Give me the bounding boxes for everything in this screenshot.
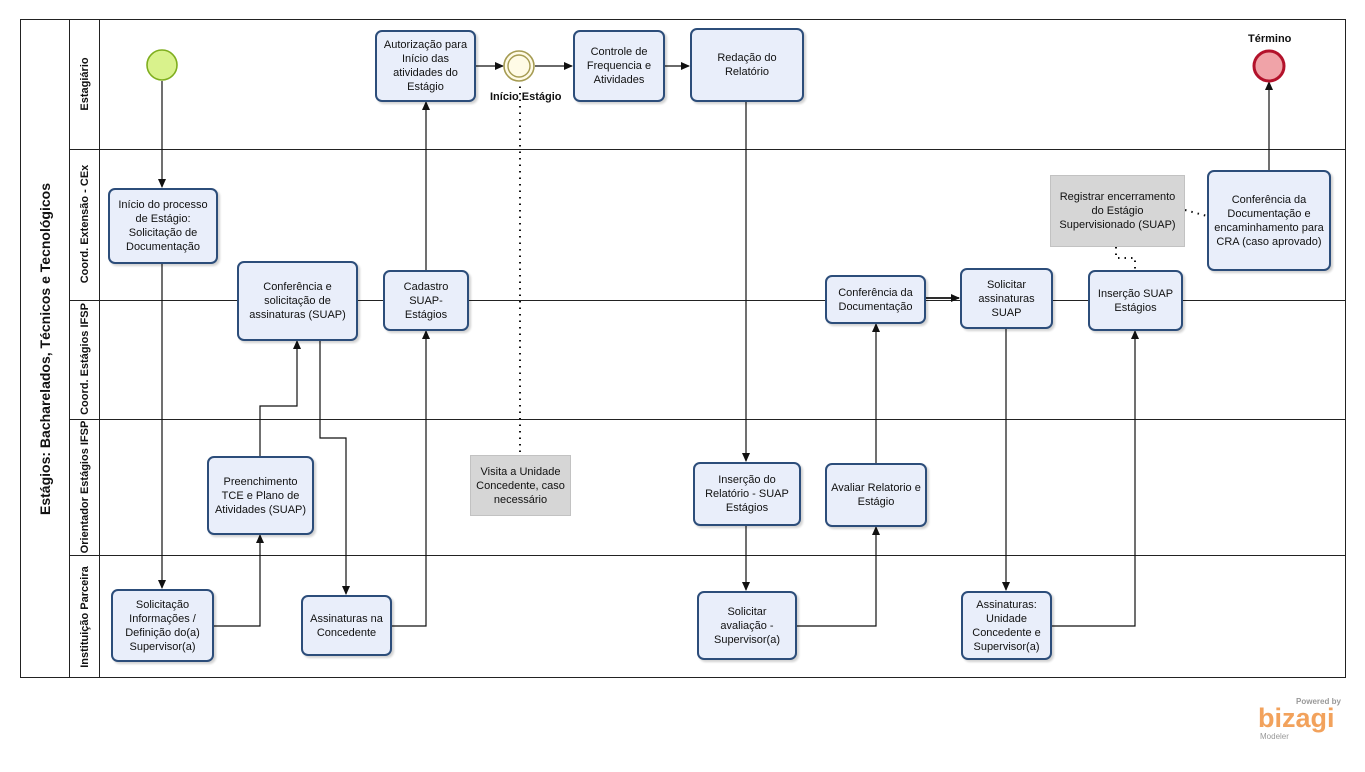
annotation-label: Visita a Unidade Concedente, caso necess… xyxy=(476,465,565,506)
end-event-label: Término xyxy=(1248,33,1292,45)
logo-brand-text: bizagi xyxy=(1258,703,1335,733)
task-controle-frequencia[interactable]: Controle de Frequencia e Atividades xyxy=(573,30,665,102)
annotation-label: Registrar encerramento do Estágio Superv… xyxy=(1059,191,1176,231)
annotation-registrar: Registrar encerramento do Estágio Superv… xyxy=(1050,175,1185,247)
association-registrar-cra xyxy=(1184,209,1208,217)
flow-conferencia-to-assinaturas xyxy=(319,340,350,595)
task-label: Controle de Frequencia e Atividades xyxy=(586,46,652,86)
task-label: Conferência e solicitação de assinaturas… xyxy=(249,281,346,321)
annotation-visita: Visita a Unidade Concedente, caso necess… xyxy=(470,455,571,516)
task-label: Solicitação Informações / Definição do(a… xyxy=(125,598,200,653)
flow-solicitar-aval-to-avaliar xyxy=(797,526,880,627)
task-preenchimento-tce[interactable]: Preenchimento TCE e Plano de Atividades … xyxy=(207,456,314,535)
flow-solicitacao-to-preenchimento xyxy=(213,534,264,627)
task-label: Preenchimento TCE e Plano de Atividades … xyxy=(214,475,307,516)
task-solicitacao-informacoes[interactable]: Solicitação Informações / Definição do(a… xyxy=(111,589,214,662)
lane-separator xyxy=(70,419,1346,420)
pool-border xyxy=(20,19,1346,678)
task-label: Inserção SUAP Estágios xyxy=(1097,287,1174,314)
lane-separator xyxy=(70,555,1346,556)
lane-separator xyxy=(70,300,1346,301)
intermediate-event-inner xyxy=(507,54,531,78)
flow-preenchimento-to-conferencia xyxy=(259,340,301,456)
task-label: Início do processo de Estágio: Solicitaç… xyxy=(118,199,208,253)
task-label: Solicitar avaliação - Supervisor(a) xyxy=(713,605,781,646)
pool-header: Estágios: Bacharelados, Técnicos e Tecno… xyxy=(20,19,70,678)
task-label: Solicitar assinaturas SUAP xyxy=(978,278,1035,319)
task-label: Avaliar Relatorio e Estágio xyxy=(831,482,921,508)
end-event xyxy=(1252,49,1286,83)
task-conferencia-cra[interactable]: Conferência da Documentação e encaminham… xyxy=(1207,170,1331,271)
task-inicio-processo[interactable]: Início do processo de Estágio: Solicitaç… xyxy=(108,188,218,264)
logo-sub-text: Modeler xyxy=(1260,732,1289,741)
task-conferencia-documentacao[interactable]: Conferência da Documentação xyxy=(825,275,926,324)
logo-powered-text: Powered by xyxy=(1296,697,1341,706)
task-label: Assinaturas na Concedente xyxy=(310,612,383,639)
lane-header-column xyxy=(70,19,100,678)
task-label: Cadastro SUAP-Estágios xyxy=(403,280,449,321)
flow-assinaturas-to-insercao xyxy=(1052,330,1139,627)
task-assinaturas-unidade[interactable]: Assinaturas: Unidade Concedente e Superv… xyxy=(961,591,1052,660)
task-label: Assinaturas: Unidade Concedente e Superv… xyxy=(972,598,1041,653)
task-solicitar-avaliacao[interactable]: Solicitar avaliação - Supervisor(a) xyxy=(697,591,797,660)
task-solicitar-assinaturas[interactable]: Solicitar assinaturas SUAP xyxy=(960,268,1053,329)
task-cadastro-suap[interactable]: Cadastro SUAP-Estágios xyxy=(383,270,469,331)
task-redacao-relatorio[interactable]: Redação do Relatório xyxy=(690,28,804,102)
task-label: Conferência da Documentação xyxy=(838,286,913,313)
task-label: Inserção do Relatório - SUAP Estágios xyxy=(705,474,789,514)
lane-separator xyxy=(70,149,1346,150)
bizagi-logo: Powered by bizagi Modeler xyxy=(1258,697,1348,742)
task-label: Conferência da Documentação e encaminham… xyxy=(1214,193,1324,248)
task-label: Autorização para Início das atividades d… xyxy=(383,39,468,93)
task-avaliar-relatorio[interactable]: Avaliar Relatorio e Estágio xyxy=(825,463,927,527)
task-label: Redação do Relatório xyxy=(717,52,777,78)
flow-assinaturas-to-cadastro xyxy=(391,330,430,627)
task-autorizacao-inicio[interactable]: Autorização para Início das atividades d… xyxy=(375,30,476,102)
task-assinaturas-concedente[interactable]: Assinaturas na Concedente xyxy=(301,595,392,656)
association-registrar-insercao xyxy=(1115,247,1136,270)
task-insercao-suap[interactable]: Inserção SUAP Estágios xyxy=(1088,270,1183,331)
intermediate-event-label: Início Estágio xyxy=(490,91,562,103)
task-conferencia-solicitacao[interactable]: Conferência e solicitação de assinaturas… xyxy=(237,261,358,341)
task-insercao-relatorio[interactable]: Inserção do Relatório - SUAP Estágios xyxy=(693,462,801,526)
start-event xyxy=(146,49,178,81)
